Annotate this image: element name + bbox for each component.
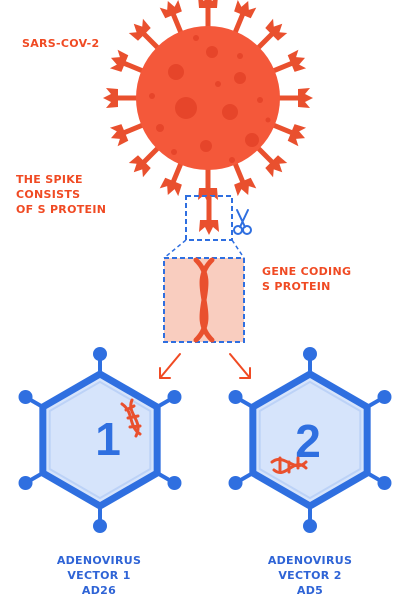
vector-fiber-knob: [19, 390, 33, 404]
spike-crown: [233, 177, 257, 199]
vector-fiber-knob: [229, 390, 243, 404]
vector-fiber-knob: [229, 476, 243, 490]
arrow-to-vector-2: [230, 354, 250, 378]
vector-2-label-line-1: ADENOVIRUS: [255, 553, 365, 568]
vector-fiber-knob: [167, 476, 181, 490]
spike-crown: [107, 49, 129, 73]
spike-label-line-3: OF S PROTEIN: [16, 202, 106, 217]
vector-2-label: ADENOVIRUS VECTOR 2 AD5: [255, 553, 365, 598]
gene-label: GENE CODING S PROTEIN: [262, 264, 351, 294]
spike-crown: [159, 177, 183, 199]
scissors-icon: [234, 210, 251, 234]
vector-fiber-knob: [303, 519, 317, 533]
selected-spike-crown: [199, 220, 219, 235]
vector-fiber-knob: [19, 476, 33, 490]
vector-1-label: ADENOVIRUS VECTOR 1 AD26: [44, 553, 154, 598]
virus-label: SARS-COV-2: [22, 36, 99, 51]
spike-crown: [103, 88, 118, 108]
vector-1-label-line-1: ADENOVIRUS: [44, 553, 154, 568]
selected-spike: [186, 196, 232, 240]
vector-fiber-knob: [167, 390, 181, 404]
vector-fiber-knob: [377, 390, 391, 404]
zoom-connector: [164, 240, 244, 258]
spike-crown: [198, 0, 218, 8]
vector-1-label-line-3: AD26: [44, 583, 154, 598]
spike-crown: [298, 88, 313, 108]
spike-crown: [287, 49, 309, 73]
coronavirus-icon: [103, 0, 313, 203]
arrow-to-vector-1: [160, 354, 180, 378]
spike-crown: [159, 0, 183, 19]
vector-fiber-knob: [93, 519, 107, 533]
vector-1-number: 1: [95, 413, 121, 465]
gene-label-line-1: GENE CODING: [262, 264, 351, 279]
spike-label-line-2: CONSISTS: [16, 187, 106, 202]
spike-label: THE SPIKE CONSISTS OF S PROTEIN: [16, 172, 106, 217]
vector-1-label-line-2: VECTOR 1: [44, 568, 154, 583]
spike-label-line-1: THE SPIKE: [16, 172, 106, 187]
vector-2-label-line-2: VECTOR 2: [255, 568, 365, 583]
vector-fiber-knob: [93, 347, 107, 361]
spike-crown: [233, 0, 257, 19]
vector-fiber-knob: [303, 347, 317, 361]
vector-fiber-knob: [377, 476, 391, 490]
spike-crown: [287, 123, 309, 147]
spike-crown: [107, 123, 129, 147]
gene-label-line-2: S PROTEIN: [262, 279, 351, 294]
vector-2-label-line-3: AD5: [255, 583, 365, 598]
gene-box: [164, 258, 244, 342]
